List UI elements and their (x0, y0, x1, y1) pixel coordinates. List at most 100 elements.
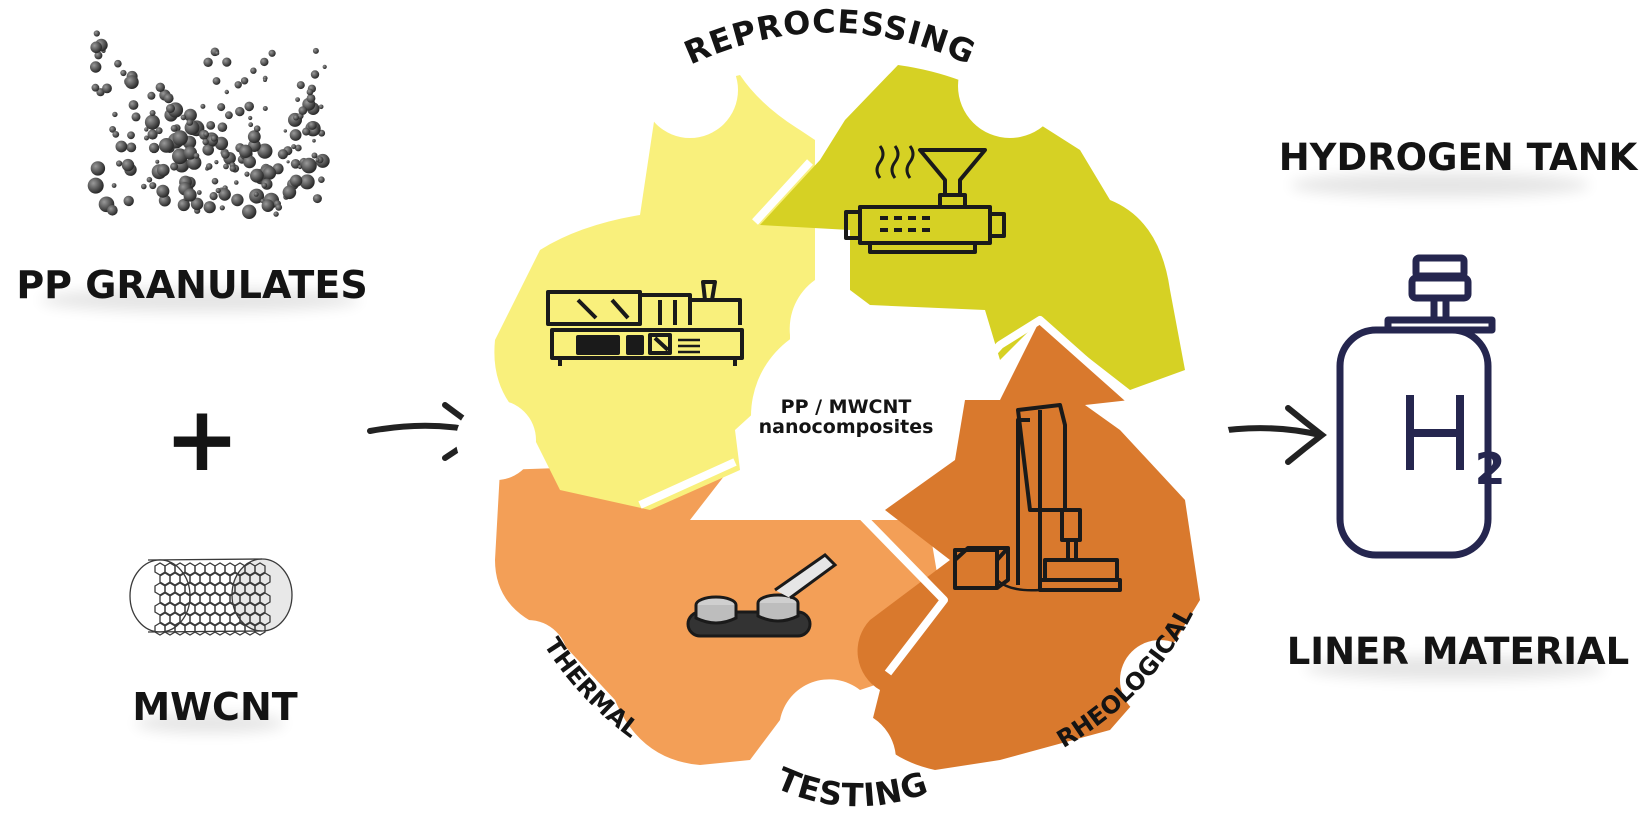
granule (209, 192, 218, 201)
granule (115, 140, 128, 153)
granule (202, 144, 214, 156)
granule (214, 136, 229, 151)
granule (144, 127, 149, 132)
granule (159, 138, 174, 153)
granule (116, 160, 123, 167)
granule (203, 131, 209, 137)
granule (146, 176, 153, 183)
granule (224, 89, 229, 95)
granule (318, 104, 324, 110)
granule (123, 195, 134, 207)
granule (102, 83, 112, 94)
granule (203, 201, 216, 214)
granule (177, 198, 190, 212)
granule (214, 160, 219, 165)
segment-reprocessing-molding (494, 75, 815, 510)
extruder-icon (844, 145, 1006, 254)
granule (93, 30, 100, 37)
hydrogen-tank-label: HYDROGEN TANK (1279, 136, 1639, 179)
granule (214, 51, 220, 56)
granule (190, 197, 204, 211)
granule (294, 144, 302, 152)
granule (131, 112, 141, 122)
granule (144, 135, 149, 141)
injection-molding-machine-icon (546, 280, 744, 366)
granule (112, 111, 118, 118)
granule (307, 121, 317, 130)
granule (155, 82, 165, 93)
segment-reprocessing-extrusion (760, 65, 1185, 390)
granule (156, 184, 170, 198)
granule (215, 187, 221, 194)
granule (180, 114, 187, 121)
granule (263, 78, 267, 82)
center-label-line2: nanocomposites (759, 416, 934, 438)
granule (90, 61, 102, 73)
granule (221, 150, 230, 159)
granule (306, 94, 316, 103)
lattice-cell (224, 622, 236, 636)
granule (282, 185, 297, 200)
granule (163, 93, 174, 104)
granule (203, 57, 213, 67)
granule (210, 135, 218, 142)
granule (248, 122, 254, 128)
granule (225, 111, 233, 120)
granule (261, 199, 275, 212)
lattice-cell (174, 622, 186, 636)
granule (112, 131, 120, 138)
granule (120, 69, 127, 77)
liner-material-label: LINER MATERIAL (1287, 630, 1630, 673)
granule (291, 144, 297, 150)
granule (242, 204, 257, 219)
granule (90, 41, 102, 54)
lattice-cell (254, 602, 266, 616)
granule (205, 163, 213, 170)
granule (244, 101, 254, 112)
granule (229, 165, 236, 172)
granule (312, 47, 319, 54)
granule (244, 171, 250, 177)
granule (147, 91, 156, 100)
granule (261, 182, 268, 189)
granule (248, 115, 253, 121)
granule (211, 177, 219, 185)
granule (302, 127, 311, 136)
lattice-cell (234, 622, 246, 636)
granule (186, 119, 194, 126)
granule (250, 168, 264, 183)
granule (311, 152, 318, 159)
granule (170, 124, 178, 132)
granule (315, 158, 320, 162)
lattice-cell (154, 622, 166, 636)
dsc-pans-icon (686, 553, 838, 638)
granule (148, 142, 160, 154)
granule (310, 70, 320, 79)
granule (238, 144, 253, 158)
plus-sign: + (164, 387, 239, 492)
granule (155, 159, 160, 164)
lattice-cell (214, 622, 226, 636)
granule (222, 57, 232, 67)
granule (121, 158, 135, 172)
granule (149, 182, 157, 190)
pp-granulates-label: PP GRANULATES (16, 263, 367, 307)
granule (301, 157, 317, 174)
granule (202, 138, 209, 146)
granule (260, 57, 269, 67)
granule (170, 162, 179, 171)
granule (262, 166, 277, 180)
granule (273, 211, 279, 217)
lattice-cell (259, 612, 271, 626)
granule (107, 205, 118, 216)
granules-pile-icon (87, 30, 330, 219)
granule (316, 156, 324, 164)
granule (155, 127, 163, 135)
granule (286, 160, 290, 164)
granule (196, 190, 202, 195)
granule (144, 114, 160, 130)
granule (268, 49, 276, 57)
rheometer-icon (953, 403, 1122, 592)
granule (318, 176, 325, 183)
granule (262, 106, 268, 111)
